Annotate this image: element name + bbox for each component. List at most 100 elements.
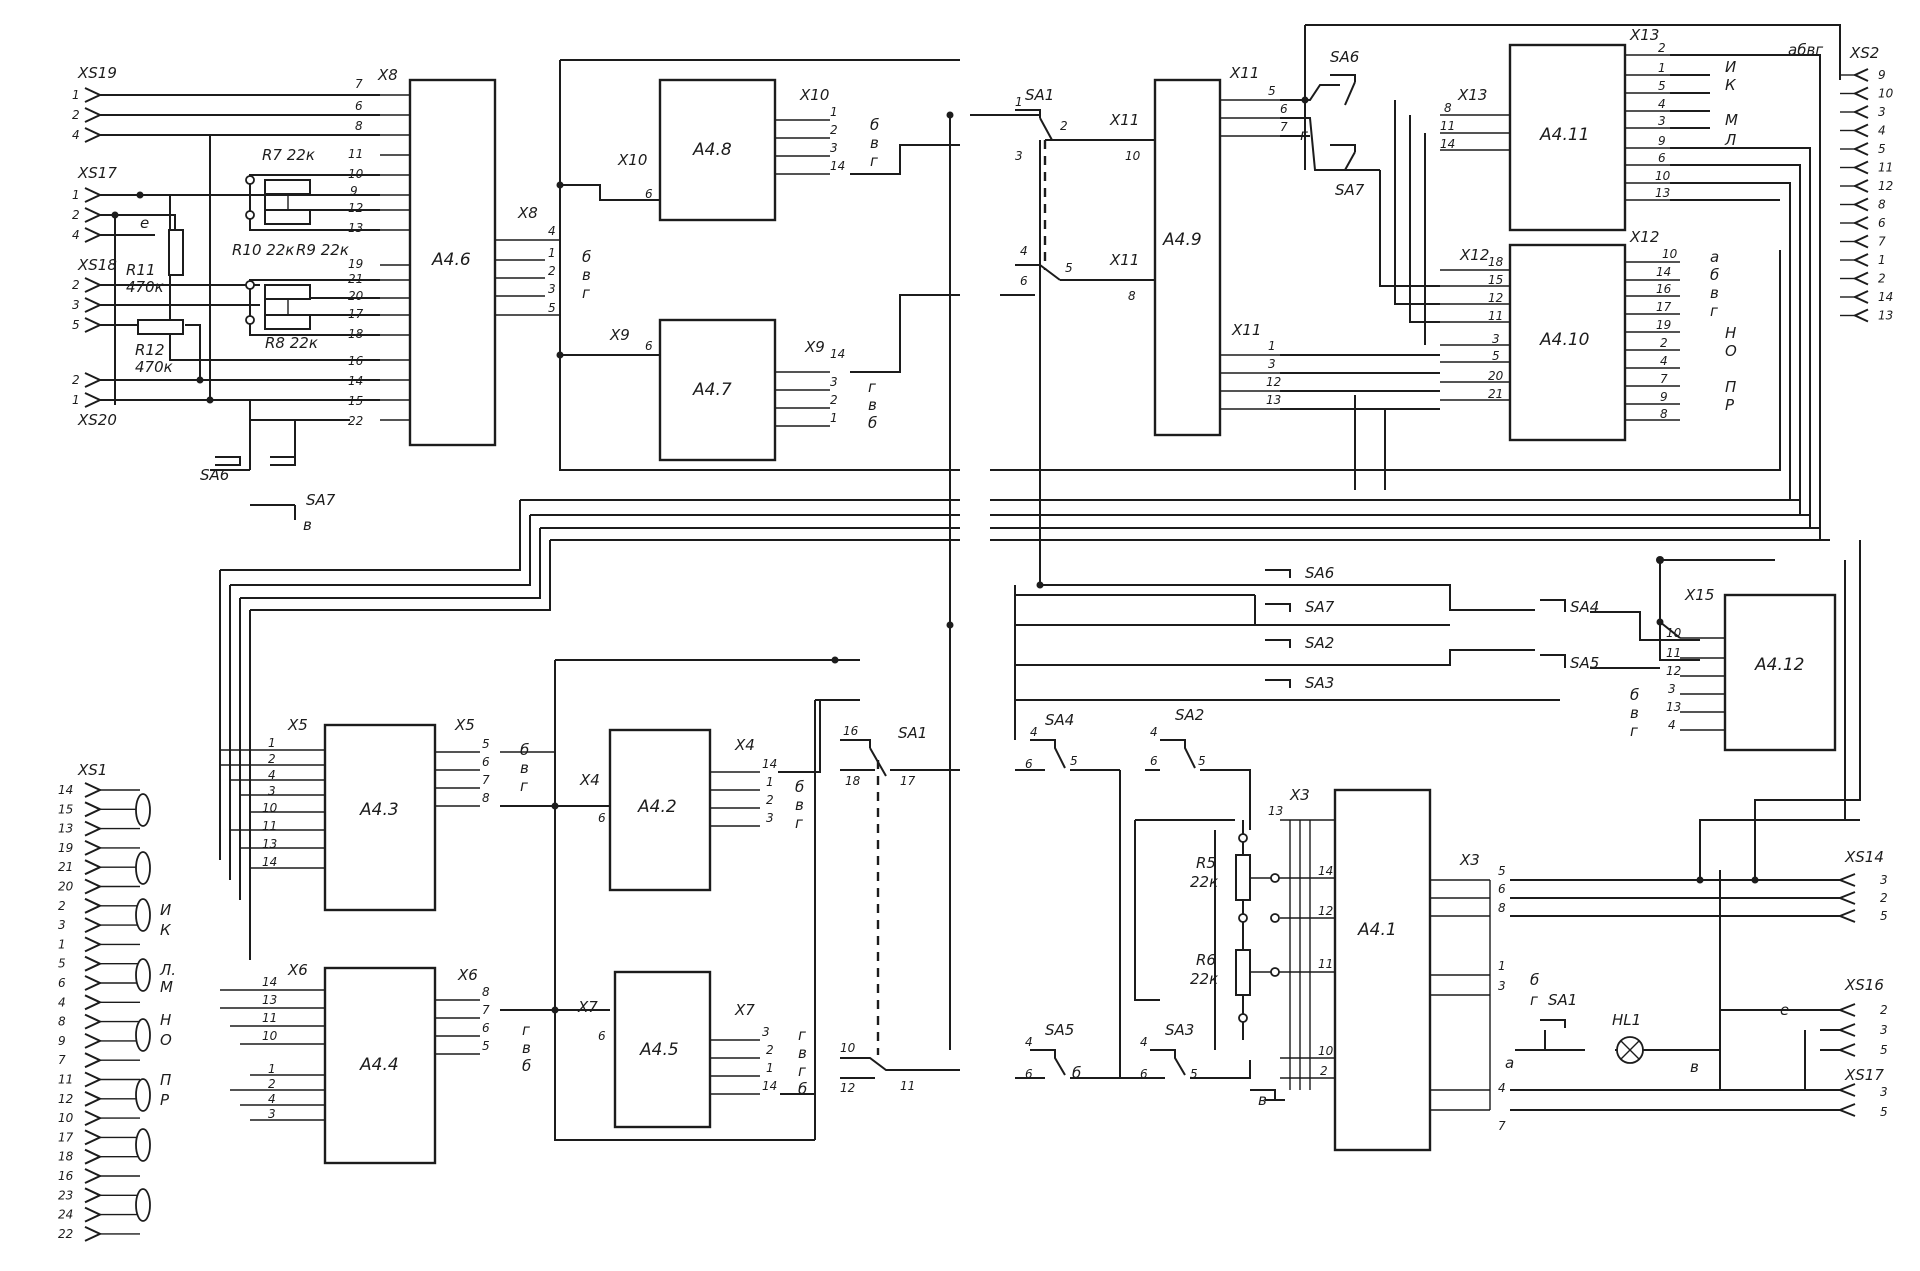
xs1-contact [84, 859, 103, 876]
xs2-pin-14: 14 [1878, 290, 1893, 304]
block-a4-8: A4.8 X10 6 X10 1 2 3 14 б в г [560, 78, 960, 222]
xs1-pin-24: 24 [58, 1208, 73, 1222]
resistors-r11-r12: R11 470к R12 470к е [126, 214, 184, 376]
svg-text:14: 14 [262, 975, 277, 989]
svg-text:4: 4 [1668, 718, 1676, 732]
svg-text:5: 5 [1070, 754, 1078, 768]
xs1-pin-13: 13 [58, 822, 73, 836]
block-a4-3: A4.3 X5 1 2 4 3 10 11 13 14 X5 5 6 7 8 б… [220, 716, 610, 912]
xs1-pin-17: 17 [58, 1130, 74, 1144]
svg-text:14: 14 [762, 1079, 777, 1093]
a4-12-label: A4.12 [1754, 655, 1804, 675]
svg-text:Л: Л [1724, 131, 1736, 149]
svg-text:3: 3 [1492, 332, 1500, 346]
abvg-label: абвг [1788, 41, 1823, 59]
svg-text:1: 1 [72, 88, 80, 102]
svg-text:9: 9 [1658, 134, 1666, 148]
xs1-contact [84, 839, 103, 856]
svg-text:2: 2 [830, 123, 838, 137]
svg-text:5: 5 [1880, 909, 1888, 923]
socket-xs19: XS19 1 2 4 [72, 64, 117, 143]
a4-10-label: A4.10 [1539, 330, 1589, 350]
svg-text:4: 4 [1150, 725, 1158, 739]
block-a4-9: A4.9 X11 5 6 7 г X11 1 3 12 13 X11 10 X1… [1045, 64, 1380, 437]
svg-text:5: 5 [1492, 349, 1500, 363]
switches-sa6-sa7-bottom-left: SA6 SA7 в [200, 456, 336, 534]
x13-left-label: X13 [1457, 86, 1487, 104]
block-a4-2: A4.2 X4 6 X4 14 1 2 3 б в г [579, 700, 821, 892]
svg-text:г: г [868, 378, 876, 396]
svg-text:в: в [1690, 1058, 1699, 1076]
svg-text:г: г [1530, 991, 1538, 1009]
svg-text:13: 13 [262, 837, 277, 851]
a4-8-label: A4.8 [692, 140, 732, 160]
xs1-pin-23: 23 [58, 1188, 73, 1202]
x11-in10-label: X11 [1109, 111, 1139, 129]
svg-text:б: б [795, 778, 804, 796]
svg-text:7: 7 [1660, 372, 1668, 386]
svg-text:2: 2 [72, 278, 80, 292]
svg-text:3: 3 [1668, 682, 1676, 696]
svg-text:7: 7 [482, 1003, 490, 1017]
svg-text:4: 4 [1020, 244, 1028, 258]
svg-text:10: 10 [1655, 169, 1671, 183]
xs1-contact [84, 1110, 103, 1127]
r11-tap-e: е [140, 214, 149, 232]
svg-text:3: 3 [1658, 114, 1666, 128]
svg-text:21: 21 [348, 272, 363, 286]
svg-text:16: 16 [843, 724, 859, 738]
svg-text:13: 13 [1266, 393, 1281, 407]
svg-text:9: 9 [1660, 390, 1668, 404]
svg-text:2: 2 [1880, 891, 1888, 905]
svg-text:1: 1 [72, 188, 80, 202]
a4-9-label: A4.9 [1162, 230, 1202, 250]
svg-text:15: 15 [1488, 273, 1503, 287]
svg-text:12: 12 [348, 201, 363, 215]
xs1-pin-8: 8 [58, 1015, 66, 1029]
svg-text:И: И [1725, 58, 1736, 76]
svg-text:Н: Н [1725, 324, 1736, 342]
svg-text:К: К [1725, 76, 1737, 94]
r5-label: R5 [1196, 854, 1216, 872]
x11-bottom-label: X11 [1231, 321, 1261, 339]
block-a4-6: A4.6 X8 7 6 8 11 10 9 12 13 19 21 20 17 … [348, 66, 591, 447]
svg-text:7: 7 [482, 773, 490, 787]
svg-text:11: 11 [262, 819, 277, 833]
sa3-mid-label: SA3 [1305, 674, 1334, 692]
x10-in-label: X10 [617, 151, 647, 169]
sa7-top-label: SA7 [1335, 181, 1365, 199]
svg-text:5: 5 [72, 318, 80, 332]
svg-text:1: 1 [1268, 339, 1276, 353]
svg-text:5: 5 [1065, 261, 1073, 275]
r11-value: 470к [126, 278, 164, 296]
svg-text:6: 6 [1020, 274, 1028, 288]
xs1-pin-2: 2 [58, 899, 66, 913]
svg-text:Р: Р [160, 1091, 170, 1109]
svg-text:11: 11 [1666, 646, 1681, 660]
xs1-contact [84, 1071, 103, 1088]
r5-value: 22к [1190, 873, 1218, 891]
svg-text:19: 19 [348, 257, 363, 271]
svg-text:16: 16 [1656, 282, 1672, 296]
block-a4-7: A4.7 X9 6 X9 14 3 2 1 г в б [560, 294, 960, 462]
svg-text:7: 7 [1498, 1119, 1506, 1133]
shield-oval [135, 898, 151, 932]
svg-text:10: 10 [840, 1041, 856, 1055]
svg-text:4: 4 [548, 224, 556, 238]
svg-text:г: г [1630, 722, 1638, 740]
svg-text:6: 6 [1025, 757, 1033, 771]
xs2-contact [1852, 142, 1869, 156]
socket-xs17-right: XS17 3 5 [1837, 1066, 1888, 1119]
svg-text:в: в [582, 266, 591, 284]
svg-text:в: в [1710, 284, 1719, 302]
svg-text:1: 1 [1498, 959, 1506, 973]
svg-text:1: 1 [766, 775, 774, 789]
svg-text:1: 1 [830, 105, 838, 119]
sa7-bl-label: SA7 [306, 491, 336, 509]
svg-text:3: 3 [548, 282, 556, 296]
xs2-pin-13: 13 [1878, 309, 1893, 323]
xs1-contact [84, 936, 103, 953]
shield-oval [135, 1188, 151, 1222]
sa5-mid-label: SA5 [1570, 654, 1599, 672]
socket-xs18: XS18 2 3 5 [72, 256, 117, 333]
